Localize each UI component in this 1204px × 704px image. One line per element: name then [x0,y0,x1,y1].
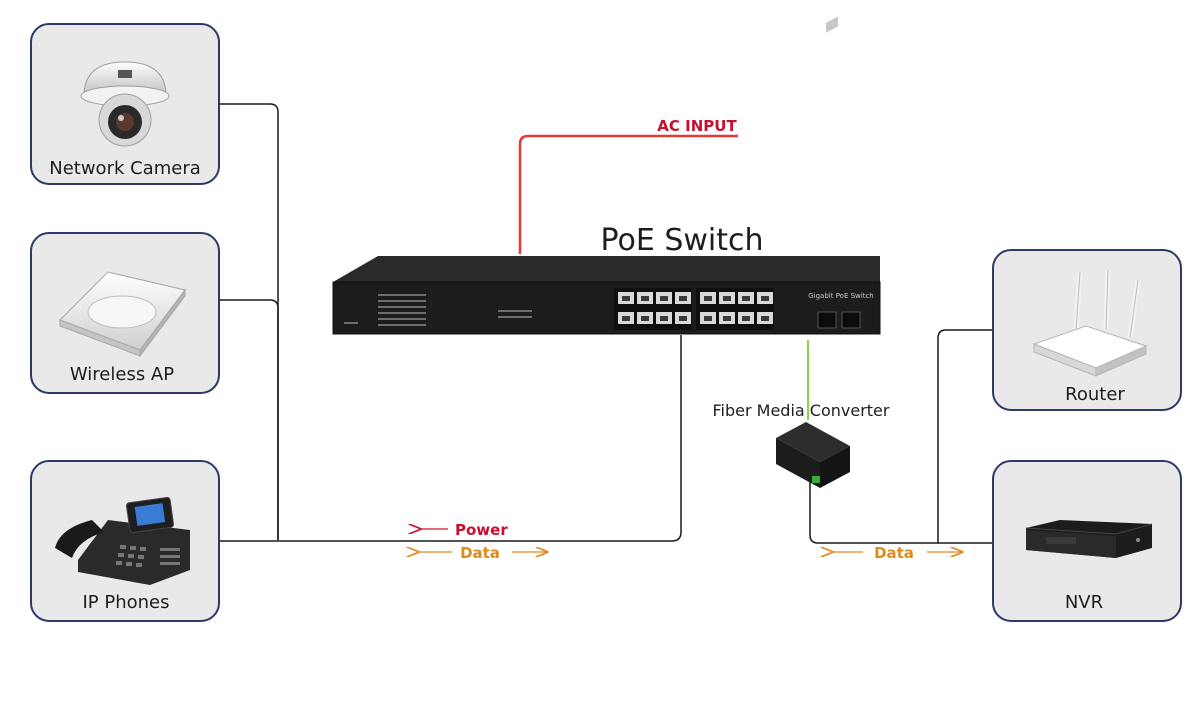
legend-data-label: Data [460,544,500,562]
camera-wire [220,103,279,540]
poe-switch[interactable]: Gigabit PoE Switch [332,256,881,335]
wires [220,103,993,544]
legend-power-label: Power [455,521,508,539]
router-icon [1032,269,1148,377]
fiber-converter-icon[interactable] [776,16,850,488]
wireless-ap-label: Wireless AP [70,364,174,385]
legend-right-data-label: Data [874,544,914,562]
nvr-icon [1025,520,1153,558]
nvr-label: NVR [1065,592,1103,613]
ac-input-line [518,134,738,254]
rj45-ports [614,288,774,330]
camera-box[interactable]: Network Camera [30,23,220,185]
ip-phones-label: IP Phones [82,592,169,613]
switch-model-text: Gigabit PoE Switch [808,292,874,300]
phone-icon [55,496,190,585]
led-panel [344,294,532,326]
converter-nvr-wire [809,482,993,544]
ac-input-label: AC INPUT [657,117,737,135]
ip-phones-box[interactable]: IP Phones [30,460,220,622]
legend-left: Power Data [418,521,547,562]
legend-right: Data [832,544,962,562]
router-box[interactable]: Router [992,249,1182,411]
camera-icon [80,61,170,147]
router-nvr-wire [937,329,993,543]
switch-title: PoE Switch [600,223,763,258]
camera-label: Network Camera [49,158,201,179]
router-label: Router [1065,384,1125,405]
nvr-box[interactable]: NVR [992,460,1182,622]
wireless-ap-box[interactable]: Wireless AP [30,232,220,394]
sfp-ports [817,311,861,329]
phone-wire [220,335,682,542]
ap-wire [220,299,279,540]
fiber-converter-label: Fiber Media Converter [713,401,890,420]
access-point-icon [59,271,186,358]
